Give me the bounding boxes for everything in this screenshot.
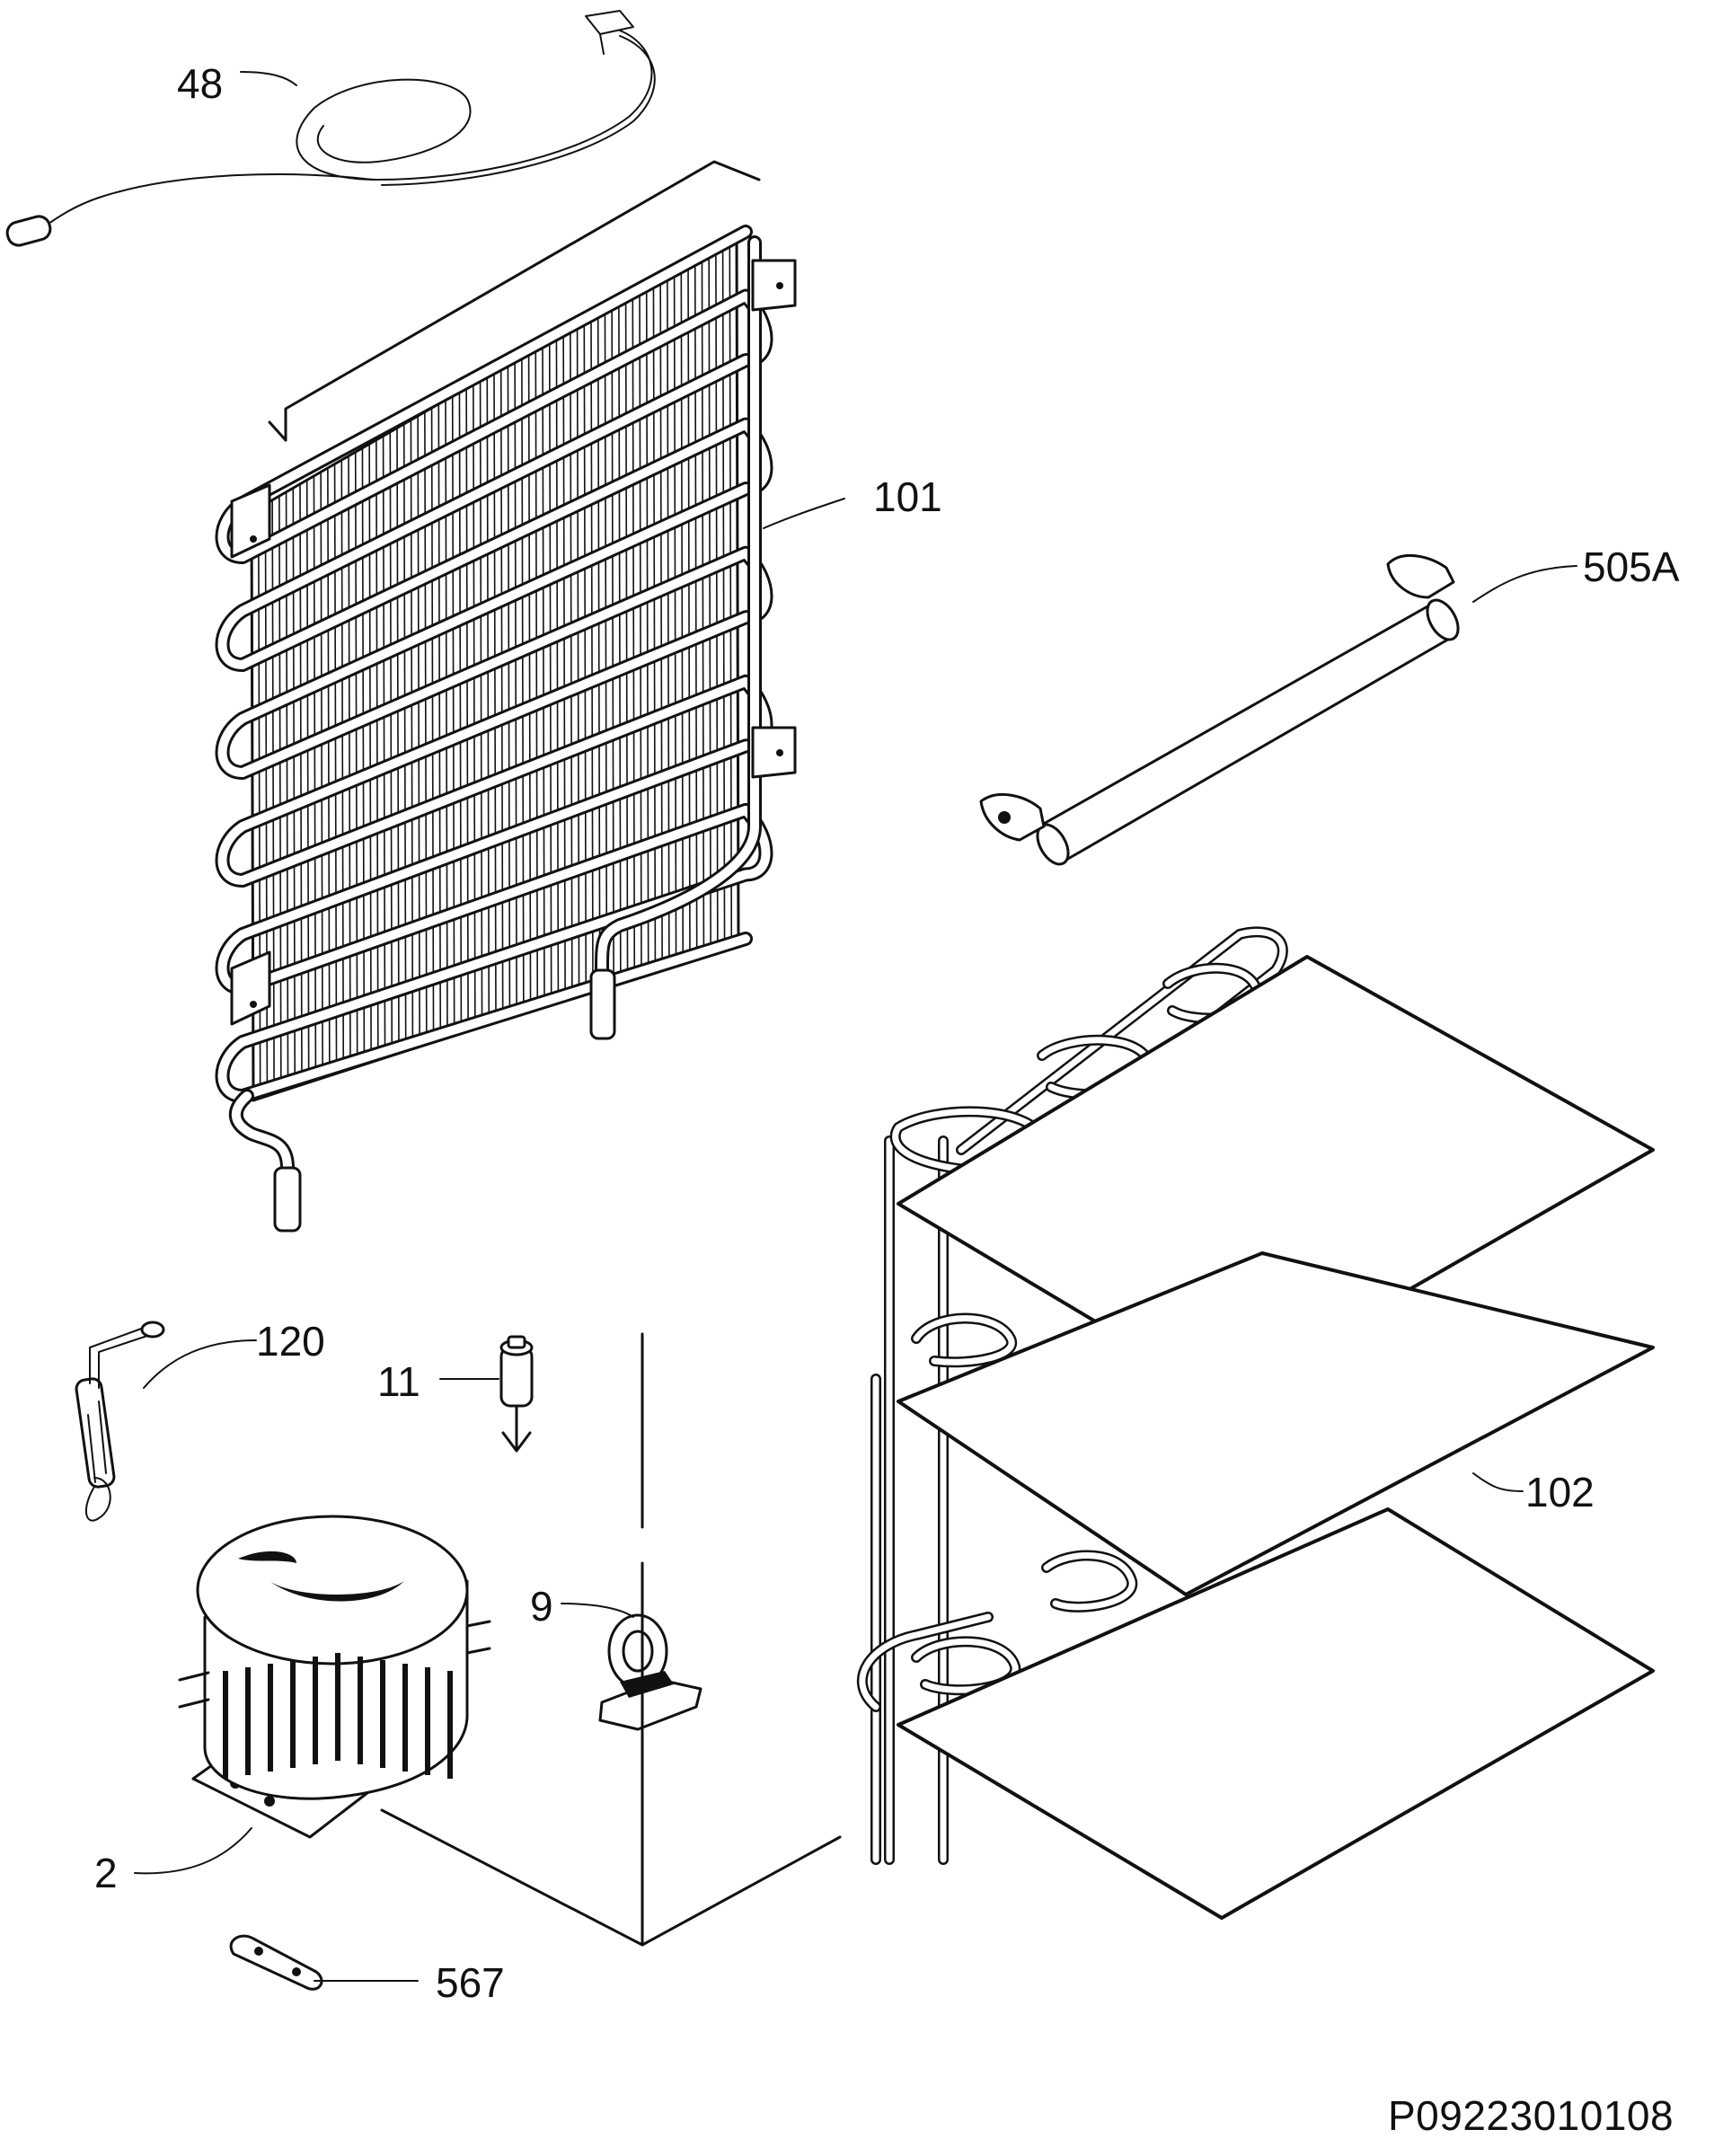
callout-9: 9 <box>530 1583 553 1630</box>
part-11-relay <box>499 1335 534 1453</box>
part-9-clip <box>598 1613 702 1731</box>
part-101-condenser <box>215 160 797 1233</box>
callout-11: 11 <box>377 1358 420 1405</box>
callout-2: 2 <box>94 1850 118 1896</box>
callout-48: 48 <box>177 60 224 107</box>
part-102-evaporator-shelves <box>856 926 1655 1920</box>
callout-120: 120 <box>256 1318 325 1365</box>
assembly-lines <box>380 1332 842 1947</box>
part-120-thermostat <box>75 1321 165 1522</box>
part-567-bracket <box>229 1934 323 1991</box>
callout-101: 101 <box>873 473 942 520</box>
callout-567: 567 <box>436 1959 505 2006</box>
part-505A-bar <box>979 553 1460 866</box>
part-2-compressor <box>178 1515 491 1839</box>
document-id: P09223010108 <box>1388 2092 1674 2139</box>
leader-lines <box>134 71 1577 1982</box>
callout-102: 102 <box>1525 1469 1595 1515</box>
part-48-sensor-cable <box>5 10 656 247</box>
callout-505A: 505A <box>1583 543 1680 590</box>
